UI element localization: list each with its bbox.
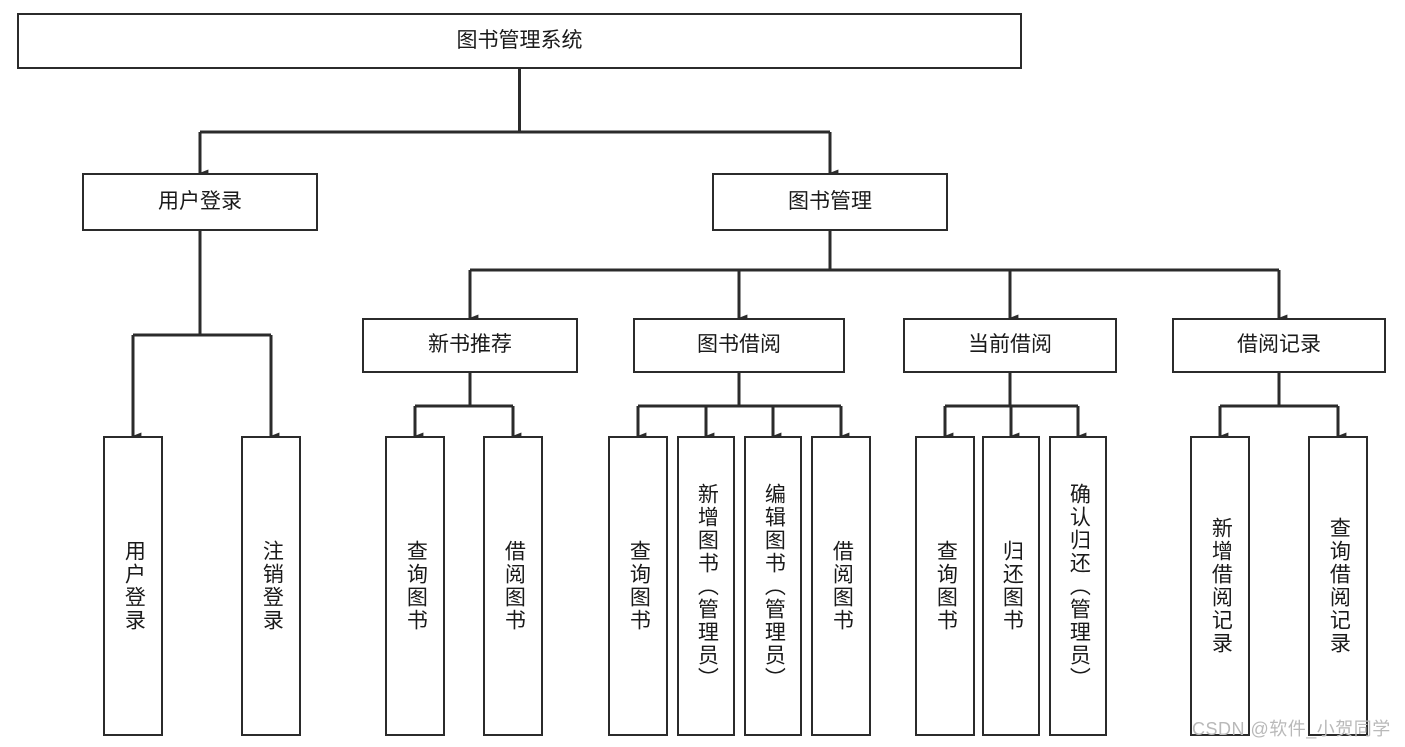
node-leaf-add-borrow-record[interactable]: 新增借阅记录 [1190, 436, 1250, 736]
node-book-borrow[interactable]: 图书借阅 [633, 318, 845, 373]
node-borrow-record[interactable]: 借阅记录 [1172, 318, 1386, 373]
node-label-current-borrow: 当前借阅 [968, 333, 1052, 357]
node-label-leaf-borrow-book: 借阅图书 [830, 540, 854, 632]
node-leaf-rec-borrow-book[interactable]: 借阅图书 [483, 436, 543, 736]
node-label-new-book-rec: 新书推荐 [428, 333, 512, 357]
edge-group [131, 69, 1347, 440]
node-label-leaf-edit-book-admin: 编辑图书（管理员） [762, 482, 786, 690]
node-leaf-cur-query-book[interactable]: 查询图书 [915, 436, 975, 736]
node-book-manage[interactable]: 图书管理 [712, 173, 948, 231]
node-label-leaf-rec-borrow-book: 借阅图书 [502, 540, 526, 632]
node-leaf-logout[interactable]: 注销登录 [241, 436, 301, 736]
node-leaf-rec-query-book[interactable]: 查询图书 [385, 436, 445, 736]
node-label-leaf-confirm-return-admin: 确认归还（管理员） [1067, 482, 1091, 690]
node-label-leaf-borrow-query-book: 查询图书 [627, 540, 651, 632]
node-leaf-user-login[interactable]: 用户登录 [103, 436, 163, 736]
node-label-borrow-record: 借阅记录 [1237, 333, 1321, 357]
node-leaf-query-borrow-record[interactable]: 查询借阅记录 [1308, 436, 1368, 736]
node-label-leaf-add-book-admin: 新增图书（管理员） [695, 482, 719, 690]
node-label-user-login: 用户登录 [158, 189, 242, 213]
node-current-borrow[interactable]: 当前借阅 [903, 318, 1117, 373]
node-leaf-return-book[interactable]: 归还图书 [982, 436, 1040, 736]
node-label-leaf-rec-query-book: 查询图书 [404, 540, 428, 632]
node-label-leaf-return-book: 归还图书 [1000, 540, 1024, 632]
node-leaf-confirm-return-admin[interactable]: 确认归还（管理员） [1049, 436, 1107, 736]
node-label-leaf-add-borrow-record: 新增借阅记录 [1209, 517, 1233, 655]
node-label-leaf-user-login: 用户登录 [122, 540, 146, 632]
node-leaf-borrow-query-book[interactable]: 查询图书 [608, 436, 668, 736]
node-leaf-add-book-admin[interactable]: 新增图书（管理员） [677, 436, 735, 736]
node-label-leaf-cur-query-book: 查询图书 [934, 540, 958, 632]
node-label-leaf-query-borrow-record: 查询借阅记录 [1327, 517, 1351, 655]
node-label-book-borrow: 图书借阅 [697, 333, 781, 357]
node-leaf-borrow-book[interactable]: 借阅图书 [811, 436, 871, 736]
node-leaf-edit-book-admin[interactable]: 编辑图书（管理员） [744, 436, 802, 736]
node-label-leaf-logout: 注销登录 [260, 540, 284, 632]
node-label-book-manage: 图书管理 [788, 189, 872, 213]
node-label-root: 图书管理系统 [456, 28, 583, 52]
node-user-login[interactable]: 用户登录 [82, 173, 318, 231]
node-new-book-rec[interactable]: 新书推荐 [362, 318, 578, 373]
node-root[interactable]: 图书管理系统 [17, 13, 1022, 69]
